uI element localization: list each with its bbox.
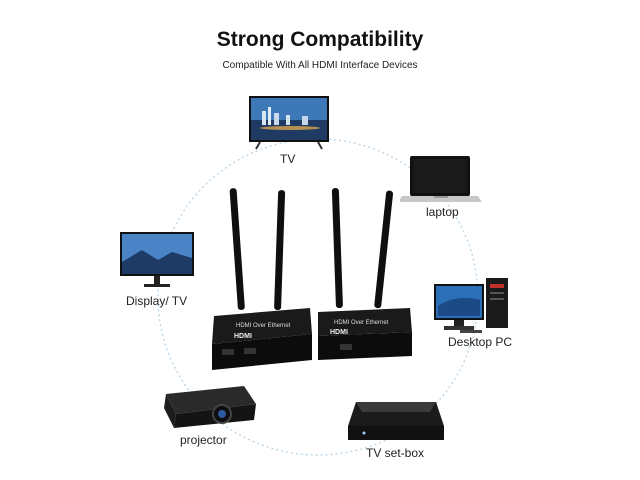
display-label: Display/ TV bbox=[126, 294, 188, 308]
page-subtitle: Compatible With All HDMI Interface Devic… bbox=[222, 60, 418, 71]
laptop-label: laptop bbox=[426, 205, 459, 219]
transmitter-label: HDMI Over Ethernet bbox=[236, 323, 291, 329]
tv-label: TV bbox=[280, 152, 296, 166]
hdmi-extender-kit bbox=[212, 188, 412, 370]
antenna-icon bbox=[229, 188, 394, 311]
desktop-pc-icon bbox=[434, 278, 508, 333]
receiver-label: HDMI Over Ethernet bbox=[334, 320, 389, 326]
receiver-hdmi-logo: HDMI bbox=[330, 329, 348, 336]
tv-icon bbox=[249, 96, 329, 150]
set-top-box-icon bbox=[348, 402, 444, 440]
projector-label: projector bbox=[180, 433, 227, 447]
desktop-label: Desktop PC bbox=[448, 335, 513, 349]
laptop-icon bbox=[400, 156, 482, 202]
page-title: Strong Compatibility bbox=[216, 28, 424, 51]
monitor-icon bbox=[120, 232, 194, 287]
transmitter-hdmi-logo: HDMI bbox=[234, 333, 252, 340]
projector-icon bbox=[164, 386, 256, 428]
settop-label: TV set-box bbox=[366, 446, 425, 460]
